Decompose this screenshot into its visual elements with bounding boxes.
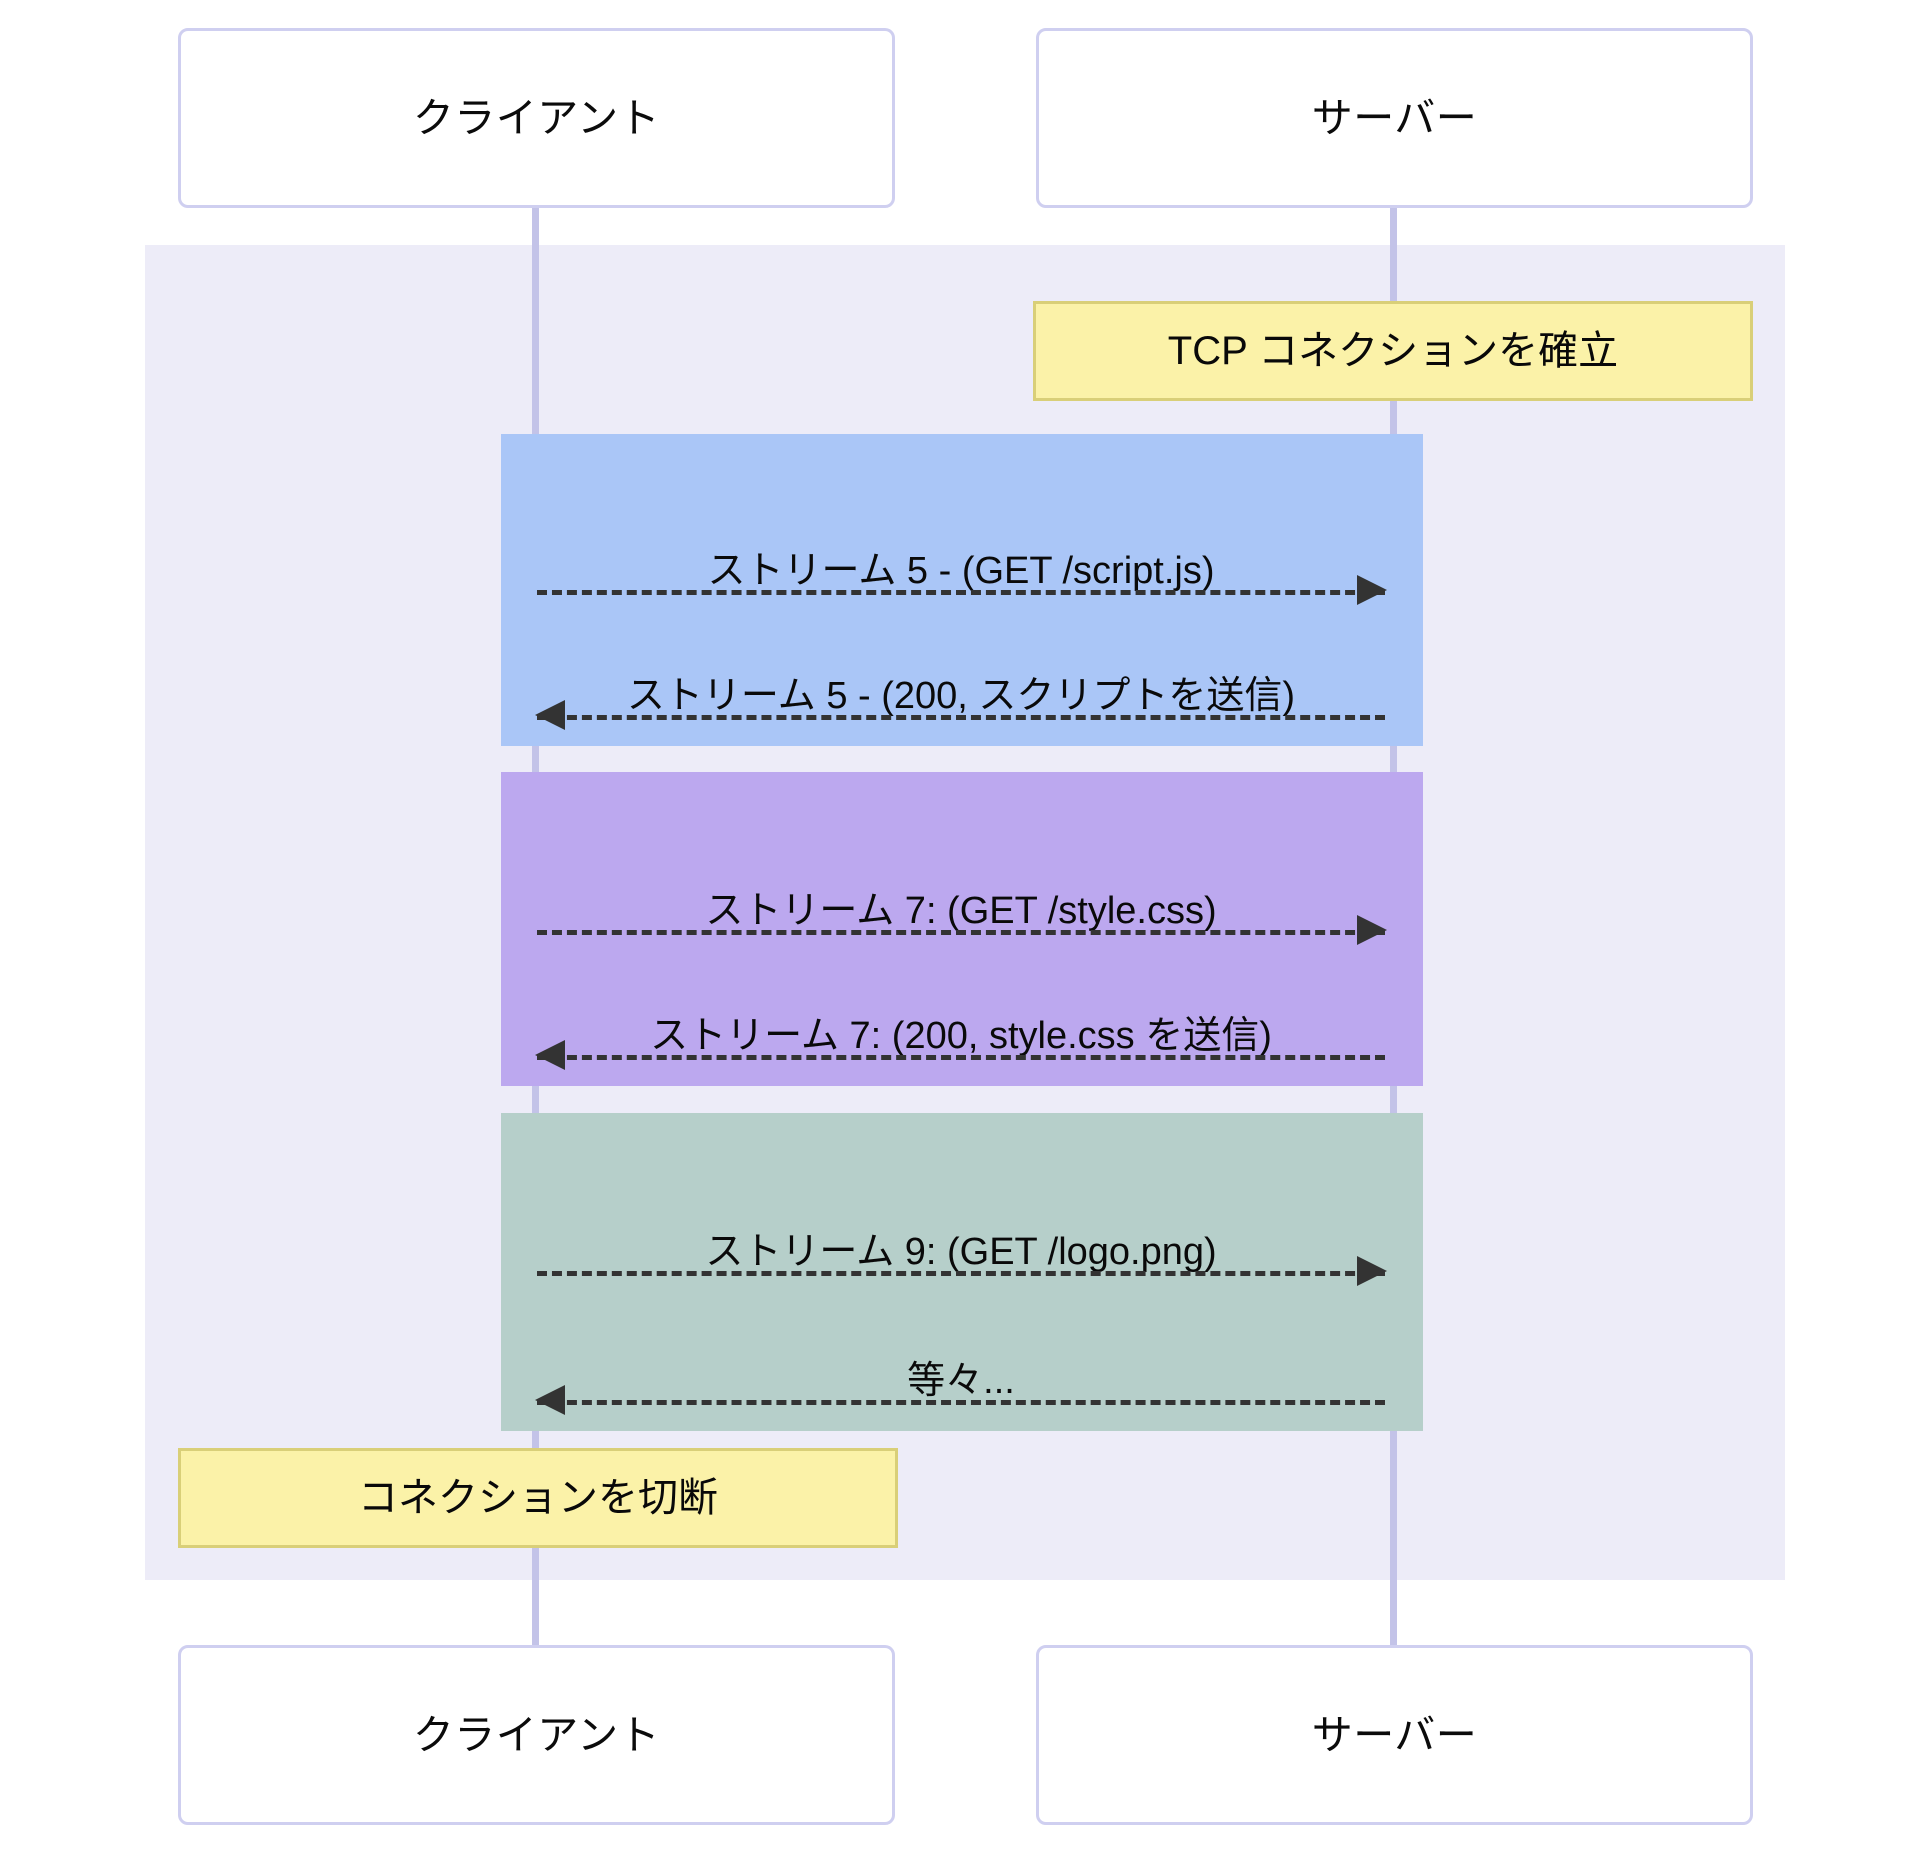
message-line [537, 930, 1385, 935]
message-line [537, 1271, 1385, 1276]
participant-client-top-label: クライアント [412, 94, 661, 141]
note-tcp-establish-label: TCP コネクションを確立 [1167, 329, 1619, 373]
participant-client-bottom-label: クライアント [412, 1711, 661, 1758]
message-stream-7-response-label: ストリーム 7: (200, style.css を送信) [650, 1015, 1272, 1057]
arrow-right-icon [1357, 575, 1387, 605]
arrow-right-icon [1357, 1256, 1387, 1286]
message-stream-7-request-label: ストリーム 7: (GET /style.css) [705, 890, 1217, 932]
message-stream-9-request-label: ストリーム 9: (GET /logo.png) [705, 1231, 1217, 1273]
message-stream-5-request-label: ストリーム 5 - (GET /script.js) [707, 550, 1215, 592]
message-stream-5-response-label: ストリーム 5 - (200, スクリプトを送信) [626, 675, 1296, 717]
participant-server-bottom[interactable]: サーバー [1036, 1645, 1753, 1825]
block-stream-7 [501, 772, 1423, 1086]
participant-server-bottom-label: サーバー [1311, 1711, 1478, 1758]
arrow-left-icon [535, 700, 565, 730]
message-line [537, 715, 1385, 720]
message-line [537, 590, 1385, 595]
arrow-left-icon [535, 1040, 565, 1070]
message-line [537, 1055, 1385, 1060]
note-disconnect-label: コネクションを切断 [358, 1476, 718, 1520]
message-line [537, 1400, 1385, 1405]
note-tcp-establish[interactable]: TCP コネクションを確立 [1033, 301, 1753, 401]
participant-server-top[interactable]: サーバー [1036, 28, 1753, 208]
arrow-left-icon [535, 1385, 565, 1415]
participant-client-bottom[interactable]: クライアント [178, 1645, 895, 1825]
message-etc-response-label: 等々... [907, 1360, 1015, 1402]
participant-client-top[interactable]: クライアント [178, 28, 895, 208]
participant-server-top-label: サーバー [1311, 94, 1478, 141]
note-disconnect[interactable]: コネクションを切断 [178, 1448, 898, 1548]
arrow-right-icon [1357, 915, 1387, 945]
